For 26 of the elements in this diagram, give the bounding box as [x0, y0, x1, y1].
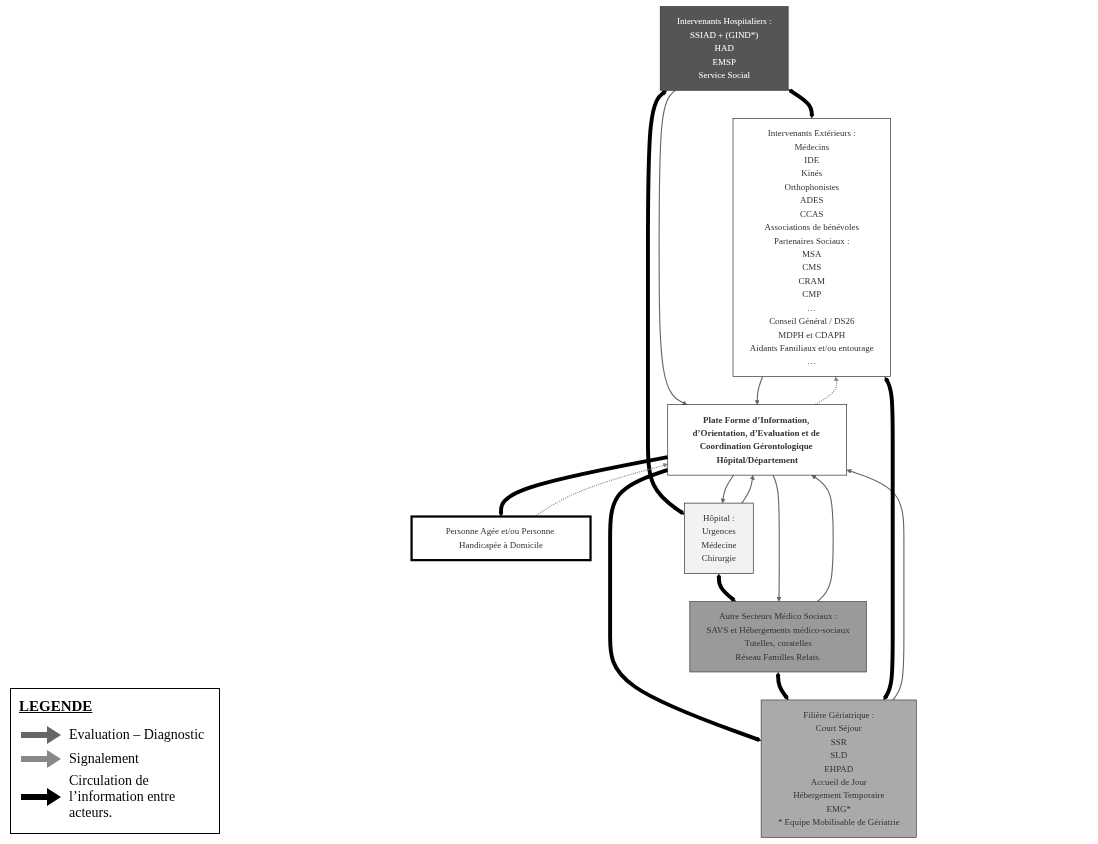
arrow	[720, 474, 735, 504]
arrow	[741, 474, 755, 504]
arrow	[775, 672, 789, 701]
node-box: Plate Forme d’Information, d’Orientation, d’Evaluation et de Coordination Gérontologique Hôpital/Département	[667, 404, 847, 476]
arrow	[883, 376, 895, 701]
arrow	[716, 573, 736, 602]
arrow	[608, 467, 762, 742]
arrow	[846, 469, 905, 701]
node-box: Intervenants Hospitaliers : SSIAD + (GIND*) HAD EMSP Service Social	[659, 6, 789, 91]
arrow	[788, 88, 815, 119]
arrow	[772, 474, 782, 602]
legend-text: Signalement	[69, 751, 139, 767]
node-box: Filière Gériatrique : Court Séjour SSR SLD EHPAD Accueil de Jour Hébergement Temporaire EMG* * Equipe Mobilisable de Gériatrie	[760, 699, 917, 838]
arrow	[811, 474, 834, 603]
arrow	[814, 376, 839, 406]
arrow	[658, 89, 688, 405]
legend-title: LEGENDE	[19, 698, 93, 715]
node-box: Hôpital : Urgences Médecine Chirurgie	[684, 502, 754, 574]
node-box: Intervenants Extérieurs : Médecins IDE Kinés Orthophonistes ADES CCAS Associations de bénévoles Partenaires Sociaux : MSA CMS CRAM CMP … Conseil Général / DS26 MDPH et CDAPH Aidants Familiaux et/ou entourage …	[732, 118, 891, 377]
arrow	[646, 90, 685, 515]
arrow	[754, 376, 764, 405]
node-box: Personne Agée et/ou Personne Handicapée à Domicile	[410, 515, 592, 562]
legend-text: Evaluation – Diagnostic	[69, 727, 205, 743]
node-box: Autre Secteurs Médico Sociaux : SAVS et Hébergements médico-sociaux Tutelles, curatelles Réseau Familles Relais.	[689, 601, 867, 673]
arrow	[498, 455, 669, 517]
legend-text: Circulation de l’information entre acteurs.	[69, 773, 177, 821]
